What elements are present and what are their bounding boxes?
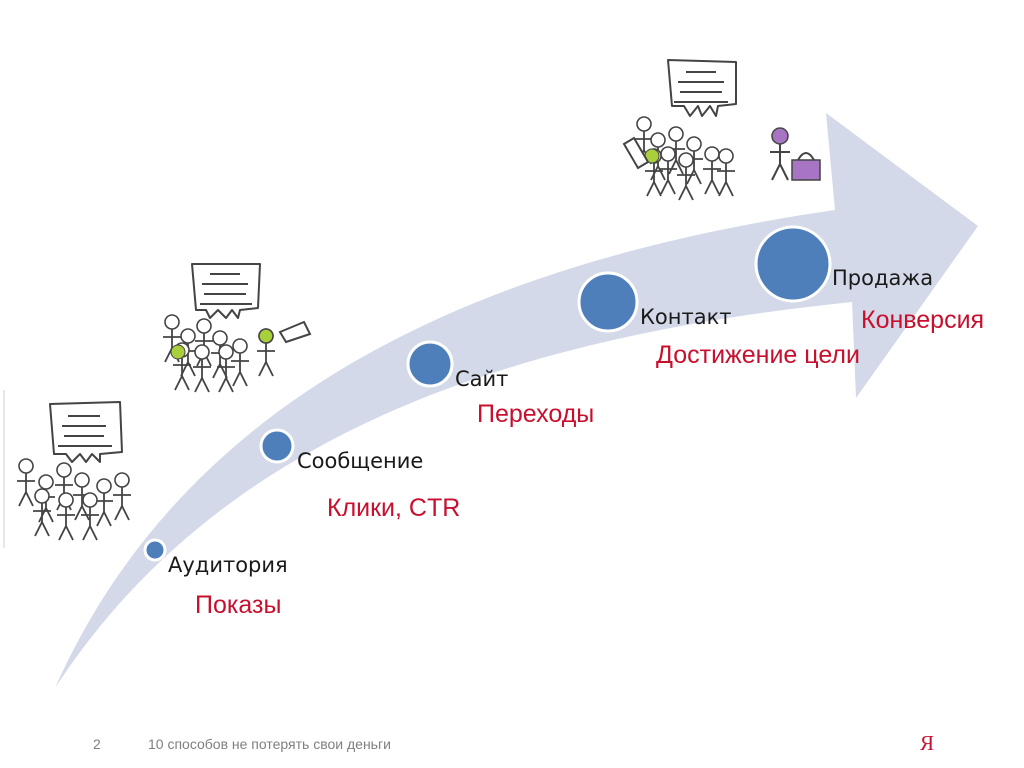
- metric-label-impressions: Показы: [195, 591, 282, 619]
- metric-label-clicks-ctr: Клики, CTR: [327, 494, 461, 522]
- sign-icon: [667, 59, 737, 117]
- person-icon: [81, 492, 99, 541]
- stage-node-1: [143, 538, 167, 562]
- person-icon: [685, 136, 703, 185]
- people-group-icon: [635, 116, 735, 201]
- person-icon: [17, 458, 35, 507]
- growth-arrow: [55, 113, 978, 688]
- crowd-with-sign-icon: [622, 59, 737, 201]
- stage-node-2: [259, 428, 295, 464]
- person-icon: [703, 146, 721, 195]
- metric-label-goal-reached: Достижение цели: [656, 341, 860, 369]
- metric-label-conversion: Конверсия: [861, 306, 985, 334]
- person-icon: [113, 472, 131, 521]
- people-group-icon: [17, 458, 131, 541]
- small-flag-icon: [622, 136, 650, 170]
- stage-node-4: [577, 271, 639, 333]
- stage-label-message: Сообщение: [297, 449, 424, 473]
- person-icon: [217, 344, 235, 393]
- highlight-person-green: [170, 344, 186, 360]
- shopping-bag-icon: [791, 159, 821, 181]
- highlight-person-green: [258, 328, 274, 344]
- stage-label-site: Сайт: [455, 367, 509, 391]
- page-number: 2: [93, 736, 101, 752]
- brand-logo: Я: [920, 731, 935, 755]
- crowd-with-sign-icon: [163, 263, 312, 393]
- stage-label-audience: Аудитория: [168, 553, 288, 577]
- stage-node-5: [754, 225, 832, 303]
- buyer-with-bag-icon: [770, 127, 821, 181]
- person-icon: [95, 478, 113, 527]
- people-group-icon: [163, 314, 275, 393]
- stage-label-contact: Контакт: [640, 305, 732, 329]
- sign-icon: [49, 401, 123, 463]
- stage-node-3: [406, 340, 454, 388]
- person-icon: [57, 492, 75, 541]
- sign-icon: [191, 263, 261, 319]
- small-flag-icon: [278, 320, 312, 344]
- footer-title: 10 способов не потерять свои деньги: [148, 736, 391, 752]
- stage-nodes: [143, 225, 832, 562]
- person-icon: [231, 338, 249, 387]
- person-icon: [193, 344, 211, 393]
- person-icon: [717, 148, 735, 197]
- metric-label-visits: Переходы: [477, 400, 595, 428]
- person-icon: [33, 488, 51, 537]
- stage-label-sale: Продажа: [832, 266, 934, 290]
- crowd-with-sign-icon: [17, 401, 131, 541]
- person-icon: [677, 152, 695, 201]
